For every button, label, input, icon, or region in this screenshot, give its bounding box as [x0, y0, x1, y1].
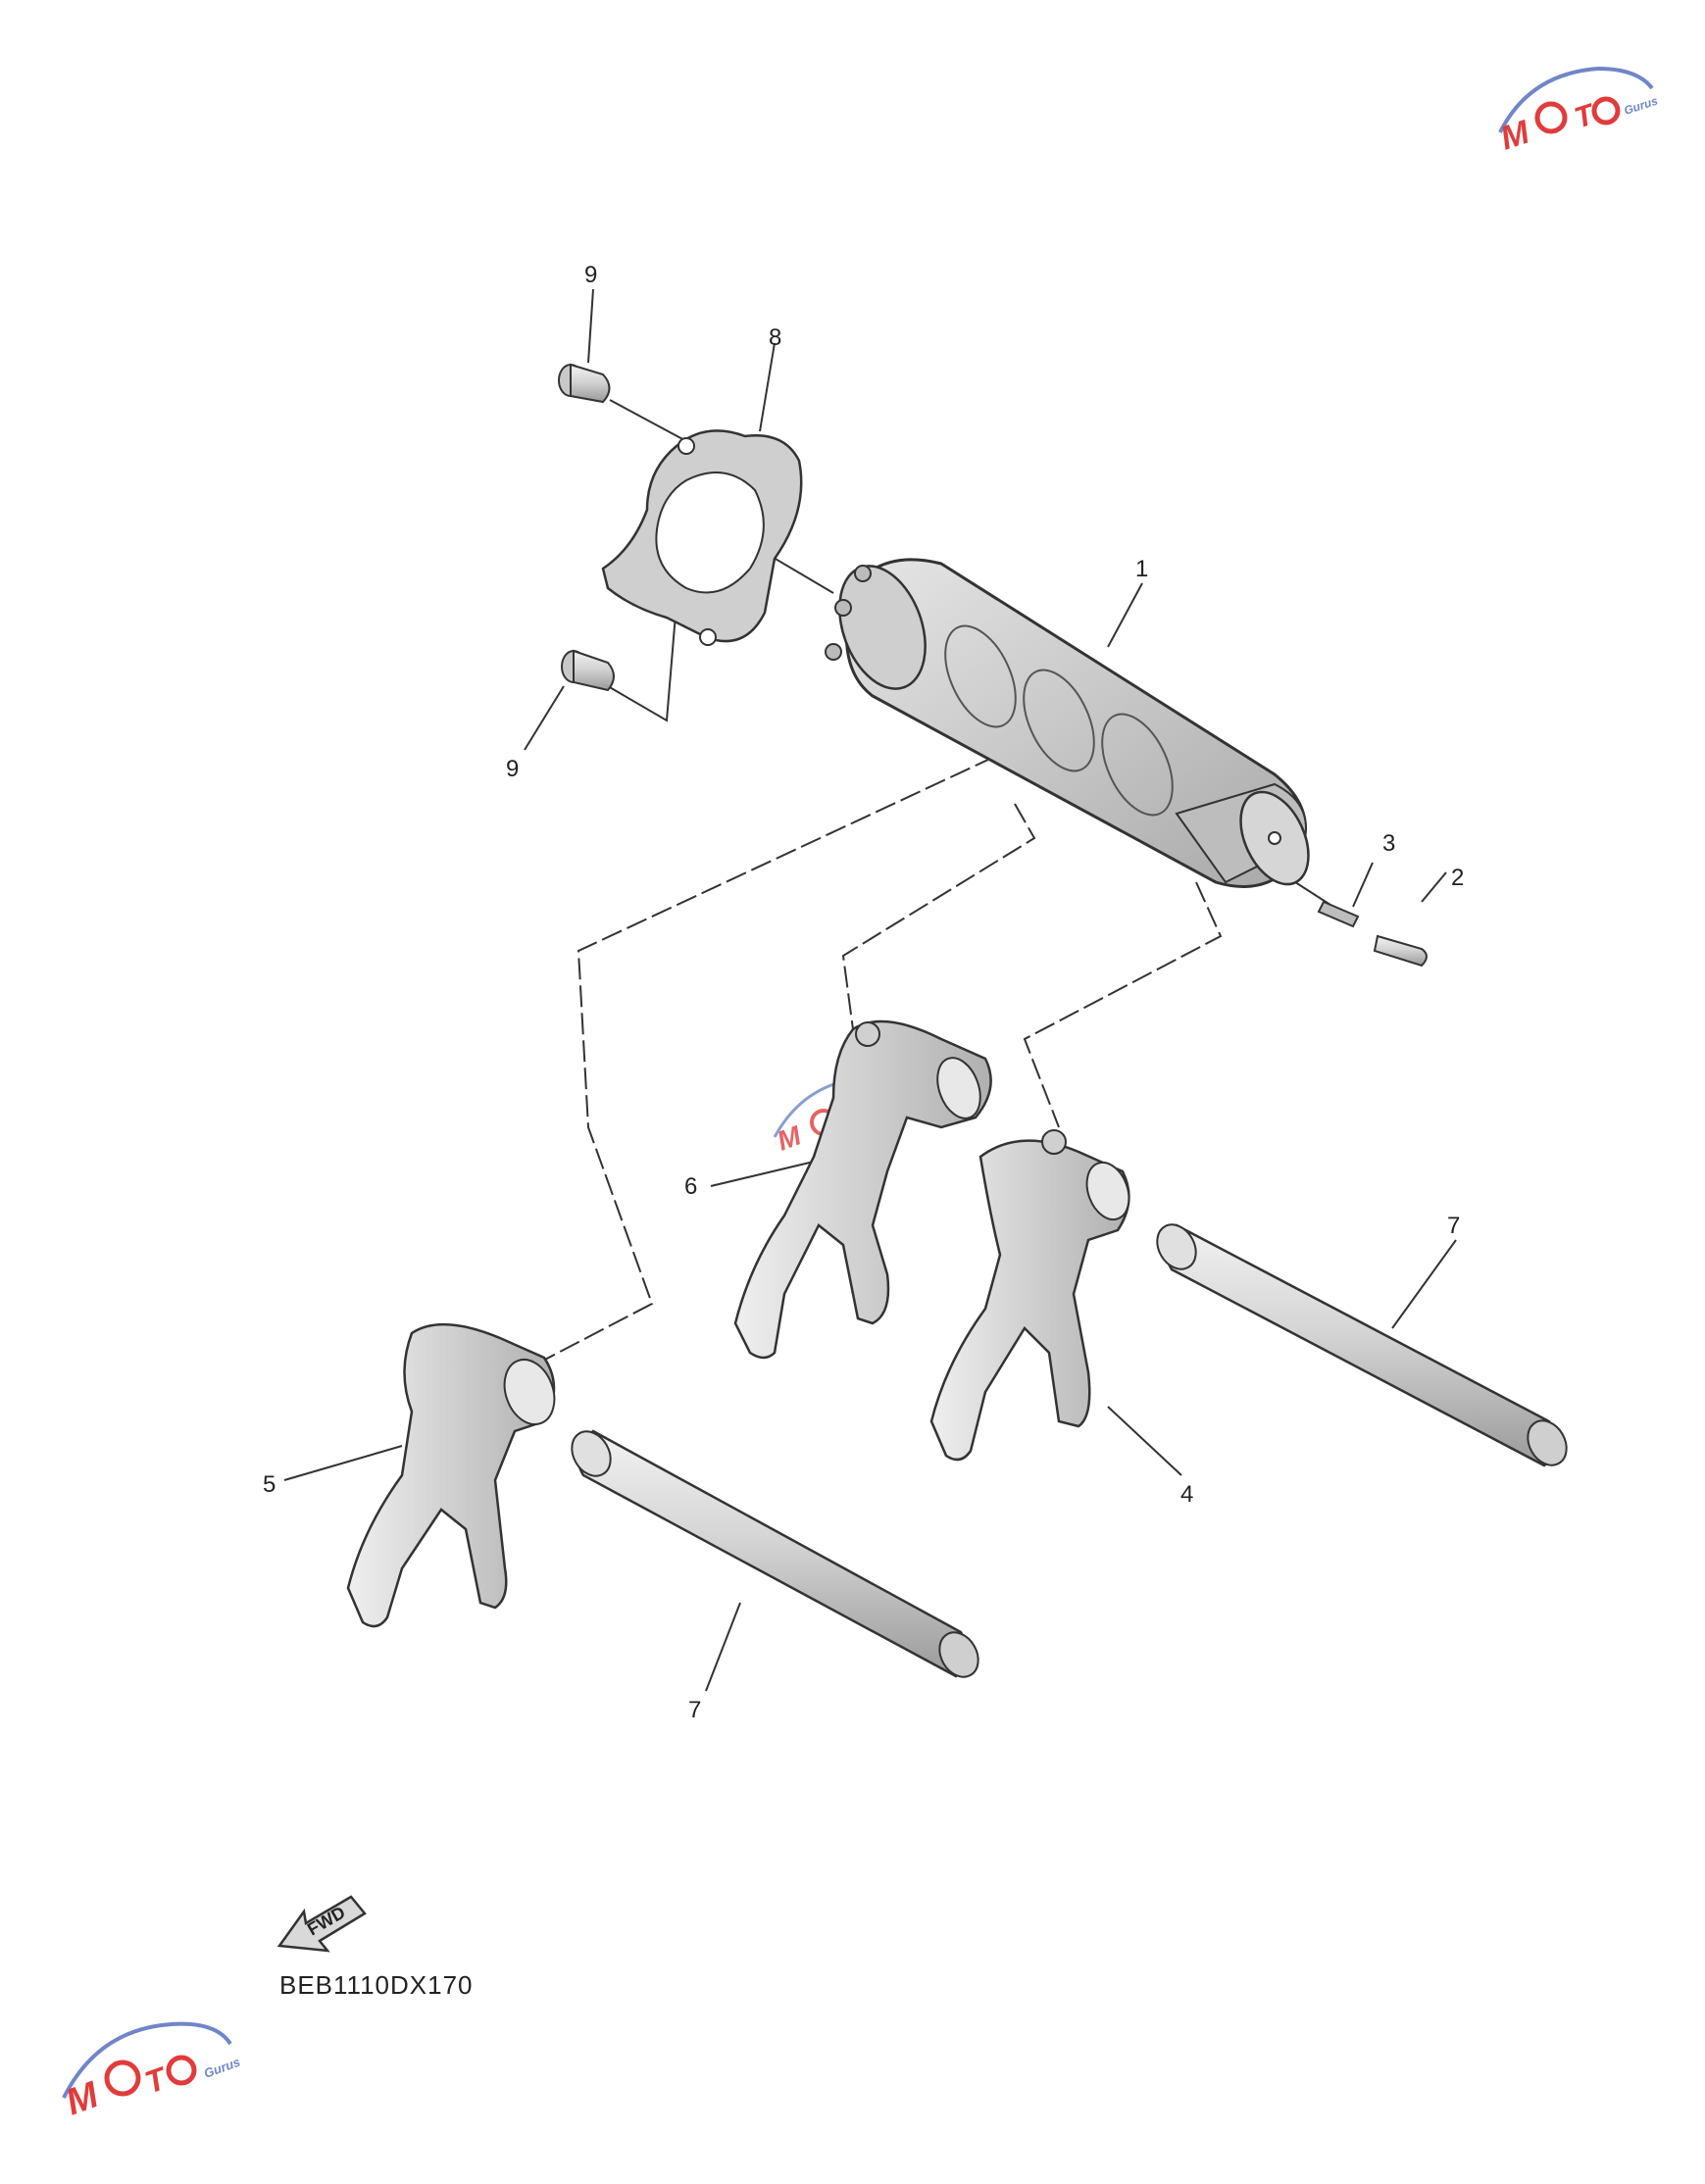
callout-2: 2: [1451, 865, 1464, 891]
callout-9-top: 9: [584, 262, 597, 288]
svg-text:M: M: [1496, 114, 1534, 158]
svg-text:M: M: [61, 2074, 105, 2124]
part-8-segment-plate: [601, 429, 803, 646]
callout-7-right: 7: [1447, 1213, 1460, 1239]
callout-9-bottom: 9: [506, 756, 519, 782]
part-2-pin: [1373, 934, 1428, 968]
callout-1: 1: [1135, 556, 1148, 582]
callout-7-bottom: 7: [688, 1697, 701, 1723]
part-9-bolt-bottom: [561, 649, 615, 692]
callout-3: 3: [1382, 830, 1395, 857]
part-6-shift-fork: [733, 1019, 992, 1360]
svg-text:M: M: [773, 1119, 805, 1156]
watermark-logo-top: M T Gurus: [1496, 66, 1660, 158]
callout-5: 5: [263, 1471, 276, 1498]
callout-6: 6: [684, 1173, 697, 1200]
diagram-code: BEB1110DX170: [279, 1970, 474, 2000]
part-9-bolt-top: [558, 363, 611, 404]
svg-text:Gurus: Gurus: [202, 2055, 242, 2081]
svg-text:Gurus: Gurus: [1623, 94, 1660, 118]
part-7-guide-bar-bottom: [571, 1429, 979, 1678]
part-7-guide-bar-right: [1156, 1223, 1568, 1467]
part-3-pin: [1317, 900, 1360, 928]
part-5-shift-fork: [346, 1322, 556, 1628]
part-4-shift-fork: [929, 1129, 1130, 1462]
callout-8: 8: [769, 324, 781, 351]
part-1-shift-drum: [825, 558, 1310, 888]
callout-4: 4: [1180, 1481, 1193, 1508]
watermark-logo-bottom: M T Gurus: [61, 2021, 242, 2124]
fwd-arrow-icon: FWD: [276, 1895, 367, 1953]
